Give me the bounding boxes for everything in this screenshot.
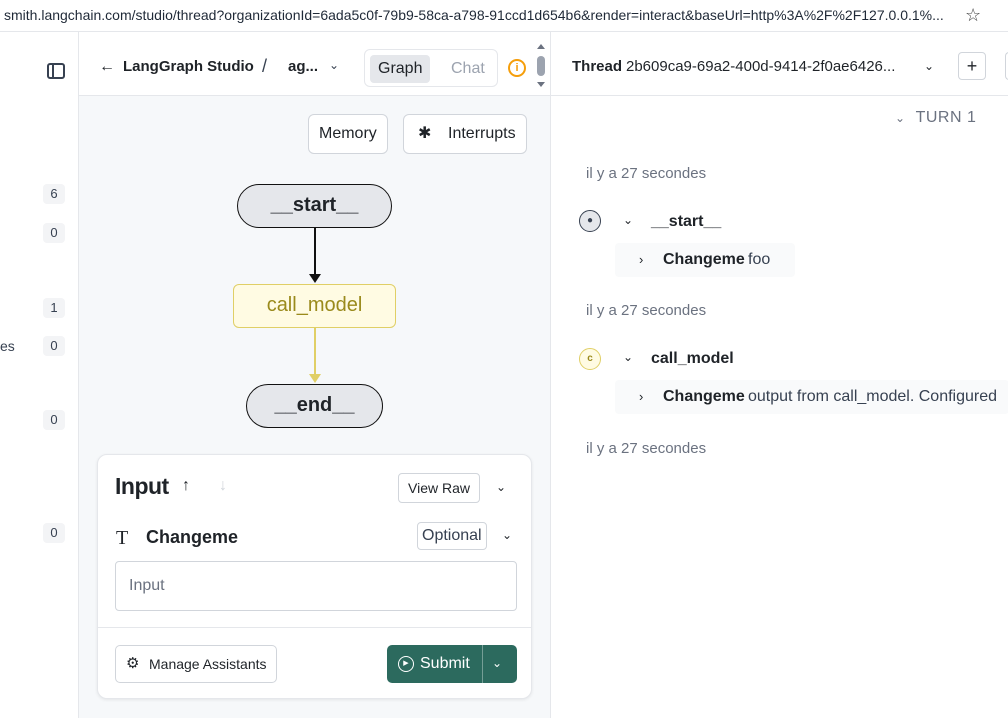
event-node-name: call_model	[651, 350, 734, 367]
chevron-down-icon: ⌄	[895, 111, 906, 125]
state-value: output from call_model. Configured	[748, 388, 998, 405]
model-icon: c	[579, 348, 601, 370]
state-value: foo	[748, 251, 771, 268]
field-label: Changeme	[146, 527, 239, 547]
bug-icon: ✱	[418, 125, 432, 142]
event-timestamp: il y a 27 secondes	[586, 440, 707, 457]
memory-button[interactable]: Memory	[308, 114, 388, 154]
thread-label: Thread	[572, 58, 623, 75]
edge-arrow	[309, 274, 321, 283]
graph-node-start[interactable]: __start__	[237, 184, 392, 228]
interrupts-label: Interrupts	[448, 125, 516, 142]
star-icon[interactable]: ☆	[965, 5, 982, 25]
sidebar-toggle-icon[interactable]	[47, 63, 65, 79]
thread-id[interactable]: 2b609ca9-69a2-400d-9414-2f0ae6426...	[626, 58, 896, 75]
divider	[482, 645, 483, 683]
new-thread-button[interactable]: +	[958, 52, 986, 80]
arrow-down-icon[interactable]: ↓	[219, 477, 227, 494]
event-timestamp: il y a 27 secondes	[586, 165, 707, 182]
submit-button[interactable]: ▶ Submit ⌄	[387, 645, 517, 683]
manage-assistants-label: Manage Assistants	[149, 656, 267, 672]
count-badge: 0	[43, 336, 65, 356]
graph-edge	[314, 328, 316, 376]
input-panel: Input ↑ ↓ View Raw ⌄ T Changeme Optional…	[97, 454, 532, 699]
left-sidebar: 6 0 1 es 0 0 0	[0, 32, 79, 718]
event-node-name: __start__	[651, 213, 722, 230]
chevron-down-icon[interactable]: ⌄	[623, 213, 634, 227]
graph-node-call-model[interactable]: call_model	[233, 284, 396, 328]
truncated-label: es	[0, 338, 15, 354]
changeme-input[interactable]: Input	[115, 561, 517, 611]
turn-toggle[interactable]: ⌄ TURN 1	[895, 109, 976, 127]
chevron-down-icon[interactable]: ⌄	[502, 528, 513, 542]
chevron-down-icon[interactable]: ⌄	[329, 58, 340, 72]
count-badge: 0	[43, 523, 65, 543]
scroll-down-arrow[interactable]	[537, 82, 545, 87]
input-footer: ⚙ Manage Assistants ▶ Submit ⌄	[98, 627, 531, 698]
arrow-up-icon[interactable]: ↑	[182, 477, 190, 494]
gear-icon: ⚙	[126, 655, 140, 672]
app-title[interactable]: LangGraph Studio	[123, 58, 254, 75]
count-badge: 6	[43, 184, 65, 204]
submit-label: Submit	[420, 655, 470, 672]
chevron-down-icon[interactable]: ⌄	[623, 350, 634, 364]
view-toggle: Graph Chat	[364, 49, 498, 87]
turn-label: TURN 1	[915, 109, 977, 126]
chevron-down-icon[interactable]: ⌄	[924, 59, 935, 73]
interrupts-button[interactable]: ✱ Interrupts	[403, 114, 527, 154]
scrollbar-thumb[interactable]	[537, 56, 545, 76]
scroll-up-arrow[interactable]	[537, 44, 545, 49]
graph-panel: ← LangGraph Studio / ag... ⌄ Graph Chat …	[79, 32, 550, 718]
chevron-right-icon: ›	[639, 389, 644, 404]
arrow-left-icon[interactable]: ←	[99, 58, 115, 75]
tab-graph[interactable]: Graph	[370, 55, 431, 83]
count-badge: 0	[43, 223, 65, 243]
input-title: Input	[115, 473, 169, 499]
count-badge: 1	[43, 298, 65, 318]
state-row[interactable]: › Changeme foo	[615, 243, 795, 277]
chevron-down-icon[interactable]: ⌄	[496, 480, 507, 494]
graph-selector[interactable]: ag...	[288, 58, 319, 75]
breadcrumb-separator: /	[262, 56, 268, 76]
graph-edge	[314, 228, 316, 276]
thread-panel: Thread 2b609ca9-69a2-400d-9414-2f0ae6426…	[550, 32, 1008, 718]
user-icon: ●	[579, 210, 601, 232]
play-icon: ▶	[398, 656, 414, 672]
tab-chat[interactable]: Chat	[451, 60, 485, 77]
graph-header: ← LangGraph Studio / ag... ⌄ Graph Chat …	[79, 32, 550, 96]
state-key: Changeme	[663, 251, 745, 268]
count-badge: 0	[43, 410, 65, 430]
edge-arrow	[309, 374, 321, 383]
toolbar-button[interactable]	[1005, 52, 1008, 80]
thread-header: Thread 2b609ca9-69a2-400d-9414-2f0ae6426…	[551, 32, 1008, 96]
state-key: Changeme	[663, 388, 745, 405]
manage-assistants-button[interactable]: ⚙ Manage Assistants	[115, 645, 277, 683]
chevron-right-icon: ›	[639, 252, 644, 267]
info-icon[interactable]: i	[508, 59, 526, 77]
event-timestamp: il y a 27 secondes	[586, 302, 707, 319]
text-type-icon: T	[116, 527, 129, 549]
url-text[interactable]: smith.langchain.com/studio/thread?organi…	[4, 7, 944, 23]
graph-node-end[interactable]: __end__	[246, 384, 383, 428]
chevron-down-icon[interactable]: ⌄	[492, 656, 503, 670]
browser-url-bar[interactable]: smith.langchain.com/studio/thread?organi…	[0, 0, 1008, 32]
optional-badge: Optional	[417, 522, 487, 550]
view-raw-button[interactable]: View Raw	[398, 473, 480, 503]
state-row[interactable]: › Changeme output from call_model. Confi…	[615, 380, 1008, 414]
